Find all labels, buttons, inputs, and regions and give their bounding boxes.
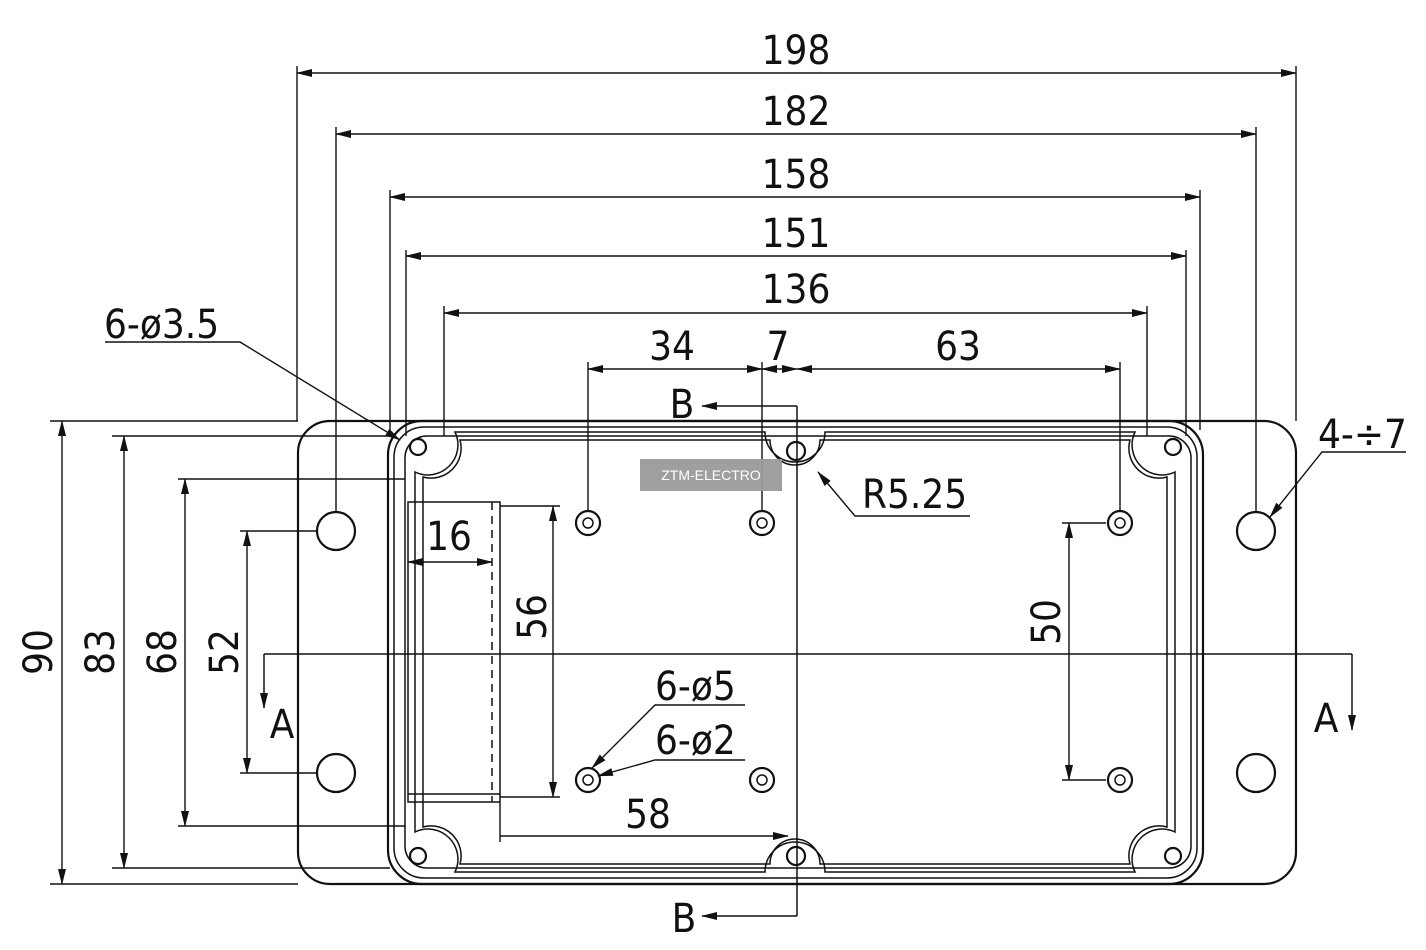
leader-lines — [105, 341, 1406, 777]
dimension-labels: 198 182 158 151 136 34 7 63 16 58 90 83 … — [16, 28, 1070, 838]
dim-inner-width: 68 — [140, 629, 186, 675]
callout-boss-inner: 6-ø2 — [655, 718, 736, 764]
dim-boss-offset-right: 63 — [935, 324, 981, 370]
dim-boss-offset-left: 34 — [649, 324, 695, 370]
callout-corner-radius: R5.25 — [862, 472, 967, 518]
callout-mount-holes: 4-÷7 — [1318, 412, 1407, 458]
dim-window-depth: 16 — [426, 514, 472, 560]
dim-right-boss-span: 50 — [1024, 599, 1070, 645]
section-a-left: A — [270, 702, 295, 748]
section-b-top: B — [670, 382, 695, 428]
section-a-right: A — [1314, 696, 1339, 742]
pcb-bosses — [574, 509, 1134, 794]
callout-labels: 6-ø3.5 4-÷7 6-ø5 6-ø2 R5.25 — [104, 302, 1407, 764]
section-b-bottom: B — [672, 896, 697, 942]
dim-body-length: 158 — [762, 152, 831, 198]
dim-rib-offset: 7 — [767, 324, 790, 370]
lid-screw-holes — [408, 437, 1183, 867]
dim-overall-length: 198 — [762, 28, 831, 74]
section-a-line — [260, 653, 1356, 731]
dim-left-boss-span: 56 — [510, 594, 556, 640]
watermark-text: ZTM-ELECTRO — [661, 467, 761, 483]
dim-overall-width: 90 — [16, 629, 62, 675]
dimension-lines — [58, 69, 1297, 885]
dim-mount-spacing-y: 52 — [202, 629, 248, 675]
dim-mount-spacing-x: 182 — [762, 89, 831, 135]
callout-boss-outer: 6-ø5 — [655, 664, 736, 710]
section-markers: A A B B — [270, 382, 1339, 942]
dim-body-width: 83 — [78, 629, 124, 675]
section-b-line — [701, 402, 798, 920]
watermark: ZTM-ELECTRO — [640, 459, 782, 491]
dim-lid-screw-span: 151 — [762, 211, 831, 257]
dim-inner-length: 136 — [762, 267, 831, 313]
callout-lid-holes: 6-ø3.5 — [104, 302, 219, 348]
dim-lower-span: 58 — [625, 792, 671, 838]
